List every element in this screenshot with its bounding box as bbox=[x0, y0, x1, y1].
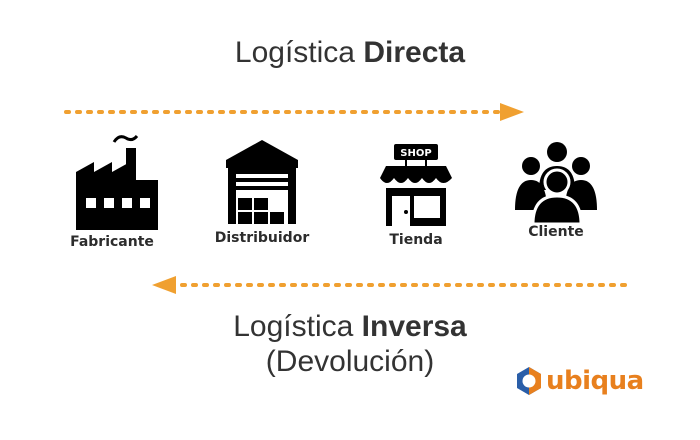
node-cliente: Cliente bbox=[496, 140, 616, 240]
hexagon-ring-icon bbox=[517, 367, 541, 395]
ubiqua-logo: ubiqua bbox=[515, 366, 644, 396]
logo-text: ubiqua bbox=[546, 366, 644, 396]
title-bottom-bold: Inversa bbox=[361, 310, 467, 343]
node-tienda: SHOP Tienda bbox=[356, 140, 476, 248]
node-label: Cliente bbox=[528, 224, 584, 240]
shop-icon: SHOP bbox=[380, 144, 452, 226]
people-icon bbox=[515, 142, 597, 224]
title-bottom-prefix: Logística bbox=[233, 310, 362, 343]
shop-sign-text: SHOP bbox=[400, 148, 431, 159]
title-logistica-inversa: Logística Inversa (Devolución) bbox=[0, 310, 700, 379]
node-distribuidor: Distribuidor bbox=[202, 138, 322, 246]
warehouse-icon bbox=[226, 140, 298, 224]
forward-arrow bbox=[64, 103, 524, 121]
node-fabricante: Fabricante bbox=[52, 128, 172, 250]
node-label: Distribuidor bbox=[214, 230, 310, 246]
title-top-prefix: Logística bbox=[234, 36, 364, 69]
title-logistica-directa: Logística Directa bbox=[0, 36, 700, 71]
node-label: Tienda bbox=[389, 232, 443, 248]
title-bottom-sub: (Devolución) bbox=[265, 344, 435, 378]
factory-icon bbox=[76, 134, 158, 230]
title-top-bold: Directa bbox=[363, 36, 466, 69]
reverse-arrow bbox=[152, 276, 630, 294]
node-label: Fabricante bbox=[70, 234, 154, 250]
